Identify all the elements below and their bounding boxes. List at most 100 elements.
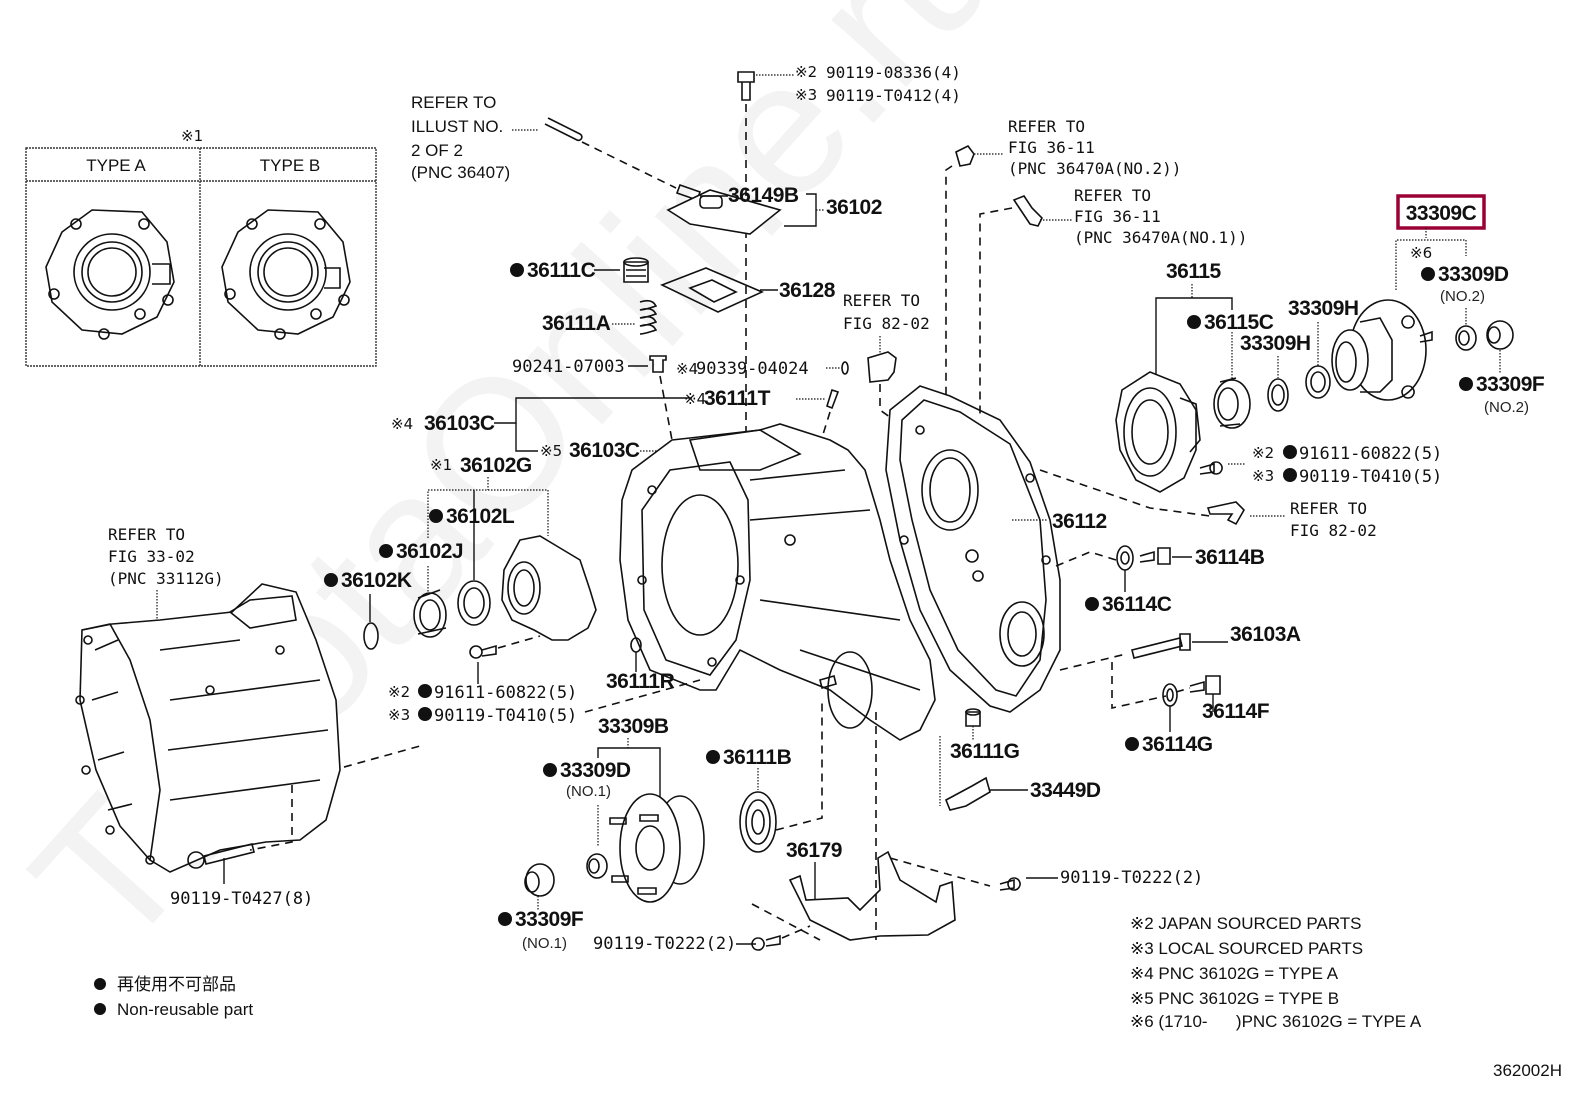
- callout-top-bolt: ※2 90119-08336(4) ※3 90119-T0412(4): [737, 63, 961, 470]
- part-33309H-b[interactable]: 33309H: [1288, 297, 1359, 320]
- part-33309B[interactable]: 33309B: [598, 715, 669, 738]
- part-90241-07003[interactable]: 90241-07003: [512, 357, 625, 377]
- part-36114G[interactable]: 36114G: [1142, 733, 1213, 756]
- part-36111B[interactable]: 36111B: [723, 746, 792, 769]
- svg-text:※6: ※6: [1410, 244, 1432, 262]
- part-90339-04024[interactable]: 90339-04024: [696, 359, 809, 379]
- svg-text:(PNC 36470A(NO.2)): (PNC 36470A(NO.2)): [1008, 159, 1181, 178]
- callout-90119-T0222-left: 90119-T0222(2): [593, 925, 811, 954]
- flange-33309C-drawing: [1331, 299, 1433, 401]
- part-36103A[interactable]: 36103A: [1230, 623, 1301, 646]
- part-36103C-type-b[interactable]: 36103C: [569, 439, 640, 462]
- part-36179[interactable]: 36179: [786, 839, 842, 862]
- legend: 再使用不可部品 Non-reusable part: [94, 974, 253, 1019]
- callout-36115: 36115 36115C 33309H 33309H: [1115, 260, 1359, 493]
- part-36111T[interactable]: 36111T: [704, 387, 771, 410]
- callout-refer-illust-2of2: REFER TO ILLUST NO. 2 OF 2 (PNC 36407): [411, 93, 702, 202]
- main-transfer-case: [619, 423, 936, 741]
- type-table-note-mark: ※1: [181, 127, 203, 145]
- callout-36103C: ※4 36103C ※5 36103C: [391, 397, 692, 462]
- callout-36128: 36128: [659, 267, 836, 313]
- part-36112[interactable]: 36112: [1052, 510, 1107, 533]
- svg-text:2 OF 2: 2 OF 2: [411, 141, 463, 160]
- svg-text:REFER TO: REFER TO: [1008, 117, 1085, 136]
- part-36111R[interactable]: 36111R: [606, 670, 675, 693]
- callout-33449D: 33449D: [939, 736, 1101, 811]
- svg-text:ILLUST NO.: ILLUST NO.: [411, 117, 503, 136]
- flange-33309B-drawing: [609, 793, 705, 903]
- callout-36111B: 36111B: [706, 700, 823, 853]
- part-36114B[interactable]: 36114B: [1195, 546, 1265, 569]
- callout-left-bolts: ※2 91611-60822(5) ※3 90119-T0410(5): [289, 662, 701, 783]
- part-36102[interactable]: 36102: [826, 196, 882, 219]
- part-33309F-no2[interactable]: 33309F: [1476, 373, 1545, 396]
- part-90119-T0427[interactable]: 90119-T0427(8): [170, 889, 313, 909]
- svg-text:※4: ※4: [391, 415, 413, 433]
- callout-refer-fig-82-02-top: REFER TO FIG 82-02: [843, 291, 930, 421]
- callout-90339-04024: ※4 90339-04024: [676, 359, 849, 379]
- svg-text:(PNC 33112G): (PNC 33112G): [108, 569, 224, 588]
- note-6: ※6 (1710- )PNC 36102G = TYPE A: [1130, 1012, 1422, 1031]
- part-91611-60822-right[interactable]: 91611-60822(5): [1299, 444, 1442, 464]
- svg-text:REFER TO: REFER TO: [411, 93, 496, 112]
- ref-fig-82-02-top[interactable]: FIG 82-02: [843, 314, 930, 333]
- part-33309C[interactable]: 33309C: [1406, 202, 1477, 225]
- seal-36102L-drawing: [457, 580, 491, 626]
- part-33449D[interactable]: 33449D: [1030, 779, 1101, 802]
- part-33309F-no1[interactable]: 33309F: [515, 908, 584, 931]
- note-4: ※4 PNC 36102G = TYPE A: [1130, 964, 1339, 983]
- ref-fig-82-02-right[interactable]: FIG 82-02: [1290, 521, 1377, 540]
- ref-fig-36-11-no2[interactable]: FIG 36-11: [1008, 138, 1095, 157]
- callout-36114F-36114G: 36114F 36114G: [1111, 662, 1270, 756]
- part-90119-T0222-right[interactable]: 90119-T0222(2): [1060, 868, 1203, 888]
- retainer-36102G-drawing: [501, 535, 597, 641]
- part-36102K[interactable]: 36102K: [341, 569, 412, 592]
- part-33309D-no1[interactable]: 33309D: [560, 759, 631, 782]
- type-b-header: TYPE B: [260, 156, 320, 175]
- svg-text:※2: ※2: [388, 683, 410, 701]
- legend-item-en: Non-reusable part: [117, 1000, 253, 1019]
- part-36102L[interactable]: 36102L: [446, 505, 515, 528]
- callout-36114B-36114C: 36114B 36114C: [1055, 545, 1265, 616]
- callout-refer-fig-33-02: REFER TO FIG 33-02 (PNC 33112G): [108, 525, 224, 622]
- part-36128[interactable]: 36128: [779, 279, 836, 302]
- part-36114F[interactable]: 36114F: [1202, 700, 1270, 723]
- callout-36111A: 36111A: [542, 299, 658, 335]
- svg-text:REFER TO: REFER TO: [108, 525, 185, 544]
- part-36103C-type-a[interactable]: 36103C: [424, 412, 495, 435]
- part-36114C[interactable]: 36114C: [1102, 593, 1172, 616]
- svg-text:REFER TO: REFER TO: [1290, 499, 1367, 518]
- callout-refer-fig-36-11-no1: REFER TO FIG 36-11 (PNC 36470A(NO.1)): [979, 186, 1247, 416]
- part-36111G[interactable]: 36111G: [950, 740, 1020, 763]
- part-36115[interactable]: 36115: [1166, 260, 1222, 283]
- ref-fig-33-02[interactable]: FIG 33-02: [108, 547, 195, 566]
- part-36111C[interactable]: 36111C: [527, 259, 596, 282]
- part-36102G[interactable]: 36102G: [460, 454, 532, 477]
- ref-pnc-36407[interactable]: (PNC 36407): [411, 163, 510, 182]
- svg-text:※4: ※4: [684, 390, 706, 408]
- part-90119-08336[interactable]: 90119-08336(4): [826, 63, 961, 82]
- part-90119-T0222-left[interactable]: 90119-T0222(2): [593, 934, 736, 954]
- part-36149B[interactable]: 36149B: [728, 184, 799, 207]
- part-36115C[interactable]: 36115C: [1204, 311, 1274, 334]
- bearing-36115C-drawing: [1213, 377, 1251, 429]
- part-33309H-a[interactable]: 33309H: [1240, 332, 1311, 355]
- ref-fig-36-11-no1[interactable]: FIG 36-11: [1074, 207, 1161, 226]
- callout-right-bolts: ※2 91611-60822(5) ※3 90119-T0410(5): [1199, 444, 1442, 487]
- svg-text:REFER TO: REFER TO: [843, 291, 920, 310]
- callout-refer-fig-36-11-no2: REFER TO FIG 36-11 (PNC 36470A(NO.2)): [945, 117, 1181, 400]
- svg-text:※1: ※1: [430, 456, 452, 474]
- part-36111A[interactable]: 36111A: [542, 312, 611, 335]
- part-33309D-no2[interactable]: 33309D: [1438, 263, 1509, 286]
- part-33309F-no1-sub: (NO.1): [522, 935, 567, 952]
- callout-33309B: 33309B 33309D (NO.1) 33309F (NO.1): [498, 715, 705, 952]
- part-90119-T0410-left[interactable]: 90119-T0410(5): [434, 706, 577, 726]
- part-36102J[interactable]: 36102J: [396, 540, 464, 563]
- nut-33309D-no1-drawing: [586, 853, 608, 879]
- figure-id: 362002H: [1493, 1061, 1562, 1080]
- callout-36149B-36102: 36149B 36102: [666, 184, 882, 235]
- part-91611-60822-left[interactable]: 91611-60822(5): [434, 683, 577, 703]
- part-90119-T0410-right[interactable]: 90119-T0410(5): [1299, 467, 1442, 487]
- part-90119-T0412[interactable]: 90119-T0412(4): [826, 86, 961, 105]
- note-5: ※5 PNC 36102G = TYPE B: [1130, 989, 1339, 1008]
